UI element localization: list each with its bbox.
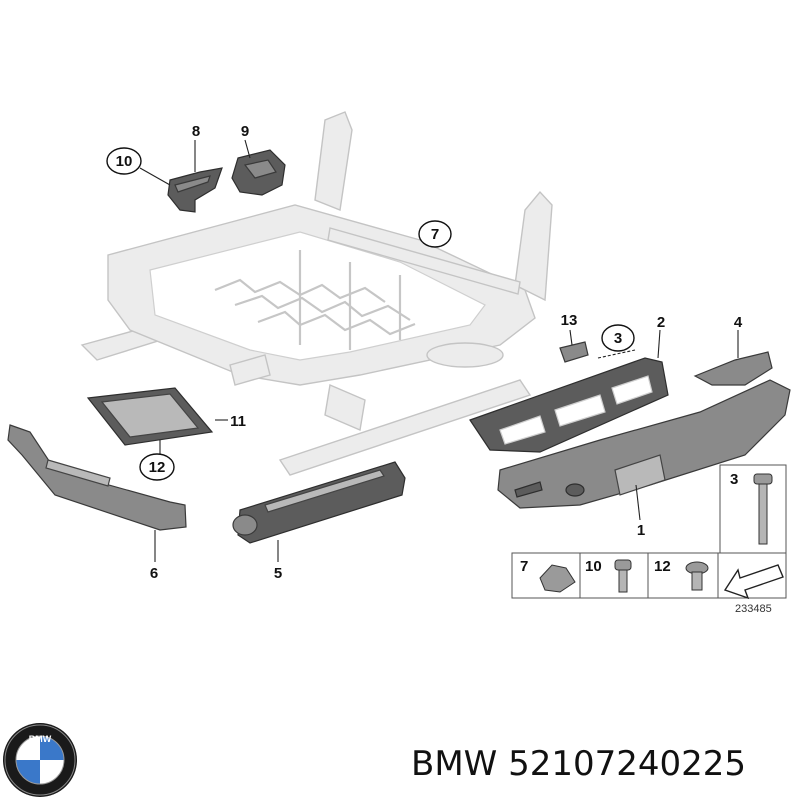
svg-text:3: 3 bbox=[614, 330, 622, 347]
svg-text:10: 10 bbox=[116, 153, 133, 170]
screw-10-icon bbox=[614, 559, 632, 593]
part-6-trim bbox=[7, 424, 187, 531]
bmw-logo: BMW bbox=[3, 723, 77, 797]
screw-12-icon bbox=[685, 561, 709, 591]
svg-text:12: 12 bbox=[654, 558, 671, 575]
bolt-3-icon bbox=[753, 473, 773, 545]
callout-11: 11 bbox=[230, 413, 246, 430]
svg-text:2: 2 bbox=[657, 314, 665, 331]
part-11-mount bbox=[86, 387, 214, 446]
reference-number: 233485 bbox=[735, 603, 772, 615]
legend-box-7: 7 bbox=[511, 552, 581, 599]
direction-arrow-icon bbox=[723, 564, 784, 600]
callout-5: 5 bbox=[274, 565, 282, 582]
callout-4: 4 bbox=[734, 314, 743, 331]
part-2-carrier bbox=[469, 357, 669, 453]
part-13-clip bbox=[559, 341, 589, 363]
svg-text:1: 1 bbox=[637, 522, 645, 539]
svg-text:7: 7 bbox=[431, 226, 439, 243]
part-1-panel bbox=[497, 379, 791, 509]
callout-12-circled: 12 bbox=[139, 453, 175, 481]
svg-text:12: 12 bbox=[149, 459, 166, 476]
logo-letters: BMW bbox=[29, 734, 52, 744]
callout-10-circled: 10 bbox=[106, 147, 142, 175]
callout-7-circled: 7 bbox=[418, 220, 452, 248]
leader-lines bbox=[139, 139, 739, 562]
part-5-cover bbox=[232, 461, 406, 544]
part-number-caption: BMW 52107240225 bbox=[411, 744, 746, 784]
callout-6: 6 bbox=[150, 565, 158, 582]
svg-text:4: 4 bbox=[734, 314, 743, 331]
callout-1: 1 bbox=[637, 522, 645, 539]
svg-text:5: 5 bbox=[274, 565, 282, 582]
legend-box-arrow bbox=[717, 552, 787, 600]
callout-2: 2 bbox=[657, 314, 665, 331]
clip-7-icon bbox=[539, 564, 576, 593]
svg-text:8: 8 bbox=[192, 123, 200, 140]
part-4-cap bbox=[693, 351, 773, 386]
legend-box-3: 3 bbox=[719, 464, 787, 554]
svg-text:3: 3 bbox=[730, 471, 738, 488]
svg-text:9: 9 bbox=[241, 123, 249, 140]
callout-3-circled: 3 bbox=[601, 324, 635, 352]
seat-springs bbox=[214, 250, 416, 350]
svg-text:10: 10 bbox=[585, 558, 602, 575]
seat-frame bbox=[80, 111, 553, 476]
legend-box-10: 10 bbox=[579, 552, 649, 599]
callout-9: 9 bbox=[241, 123, 249, 140]
svg-text:6: 6 bbox=[150, 565, 158, 582]
svg-text:13: 13 bbox=[561, 312, 578, 329]
svg-text:11: 11 bbox=[230, 413, 246, 430]
part-8-bracket bbox=[167, 167, 223, 213]
svg-text:7: 7 bbox=[520, 558, 528, 575]
part-9-bracket bbox=[231, 149, 286, 196]
callout-13: 13 bbox=[561, 312, 578, 329]
legend-box-12: 12 bbox=[647, 552, 719, 599]
callout-8: 8 bbox=[192, 123, 200, 140]
